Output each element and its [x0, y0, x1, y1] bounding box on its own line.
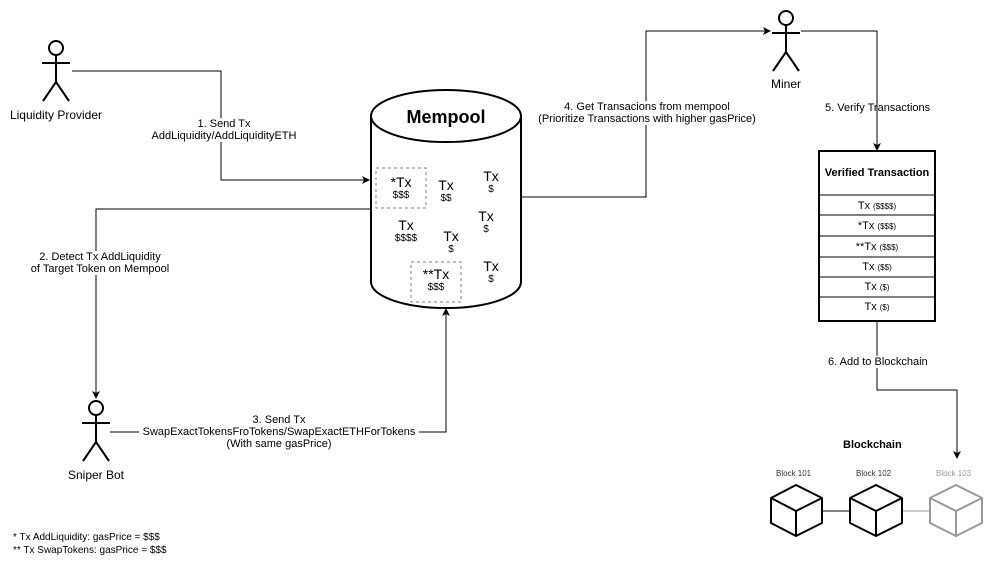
- footnote-add-liquidity: * Tx AddLiquidity: gasPrice = $$$: [13, 532, 160, 543]
- mempool-cylinder: [370, 89, 522, 309]
- swap-tokens-tx-box: [410, 261, 462, 303]
- step-5-label: 5. Verify Transactions: [825, 102, 931, 114]
- mempool-tx: Tx$$$$: [394, 217, 418, 244]
- block-101-label: Block 101: [776, 469, 812, 478]
- verified-transaction-table: [818, 150, 936, 322]
- step-4-label: 4. Get Transacions from mempool(Prioriti…: [522, 101, 772, 125]
- verified-tx-row: Tx($): [864, 301, 890, 313]
- blockchain-title: Blockchain: [843, 439, 902, 451]
- verified-tx-row: **Tx($$$): [855, 241, 899, 253]
- verified-tx-row: Tx($$$$): [857, 200, 897, 212]
- arrow-detect-tx: [92, 208, 371, 399]
- mempool-tx: Tx$: [478, 208, 494, 235]
- mempool-tx: Tx$: [483, 168, 499, 195]
- block-102-cube-icon: [849, 484, 903, 537]
- mempool-title: Mempool: [406, 107, 486, 127]
- mempool-tx-add-liquidity: *Tx$$$: [390, 174, 412, 201]
- block-103-label: Block 103: [936, 469, 972, 478]
- verified-tx-row: *Tx($$$): [857, 220, 897, 232]
- miner-actor-icon: [772, 10, 800, 72]
- block-101-cube-icon: [770, 484, 823, 537]
- mempool-tx: Tx$: [443, 228, 459, 255]
- sniper-bot-actor-icon: [82, 400, 110, 462]
- liquidity-provider-label: Liquidity Provider: [9, 108, 103, 122]
- liquidity-provider-actor-icon: [42, 40, 70, 102]
- mempool-tx: Tx$: [483, 258, 499, 285]
- mempool-tx: Tx$$: [438, 177, 454, 204]
- add-liquidity-tx-box: [375, 167, 427, 209]
- arrow-add-to-blockchain: [876, 321, 961, 459]
- miner-label: Miner: [770, 77, 801, 91]
- block-102-label: Block 102: [856, 469, 892, 478]
- mempool-tx-swap-tokens: **Tx$$$: [422, 266, 450, 293]
- verified-tx-row: Tx($$): [862, 261, 892, 273]
- step-3-label: 3. Send Tx SwapExactTokensFroTokens/Swap…: [139, 414, 419, 450]
- footnote-swap-tokens: ** Tx SwapTokens: gasPrice = $$$: [13, 545, 167, 556]
- verified-transaction-title: Verified Transaction: [824, 167, 930, 179]
- arrow-verify-transactions: [801, 30, 881, 151]
- block-103-cube-icon: [929, 484, 983, 537]
- sniper-bot-label: Sniper Bot: [67, 468, 125, 482]
- step-6-label: 6. Add to Blockchain: [828, 356, 928, 368]
- verified-tx-row: Tx($): [864, 281, 890, 293]
